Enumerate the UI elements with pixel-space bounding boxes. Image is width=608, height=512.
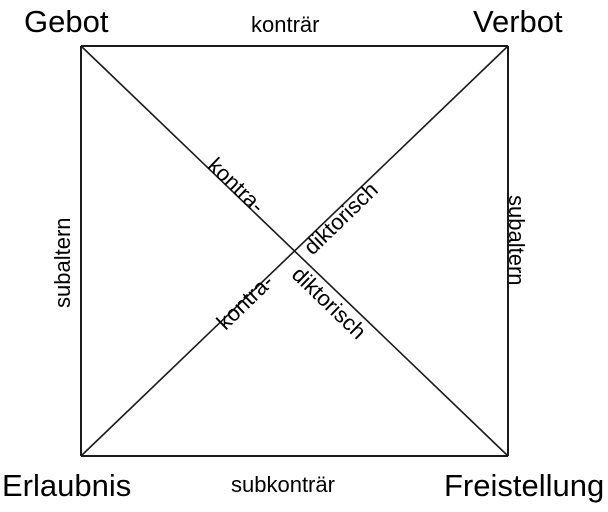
edge-label-top-kontraer: konträr: [251, 12, 320, 37]
corner-label-bottom-left: Erlaubnis: [2, 468, 132, 503]
corner-label-bottom-right: Freistellung: [444, 468, 605, 503]
corner-label-top-right: Verbot: [473, 4, 563, 39]
edge-label-left-subaltern: subaltern: [50, 217, 75, 308]
edge-label-bottom-subkontraer: subkonträr: [231, 472, 335, 497]
edge-label-right-subaltern: subaltern: [504, 195, 529, 286]
diagonal-ascending-line: [80, 45, 509, 457]
corner-label-top-left: Gebot: [24, 4, 109, 39]
